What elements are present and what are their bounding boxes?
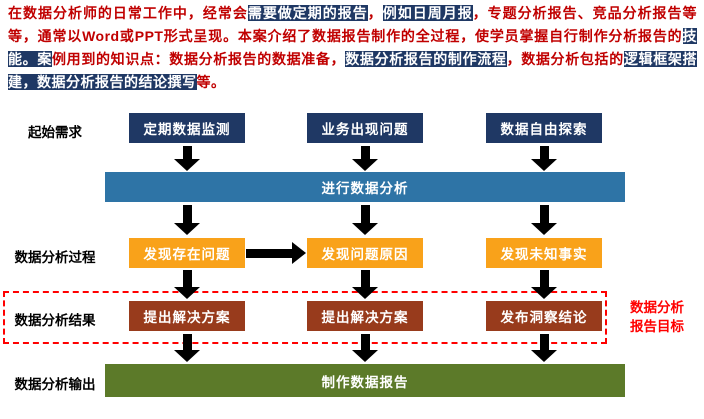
down-arrow — [352, 205, 378, 235]
start-box-3: 数据自由探索 — [486, 113, 602, 143]
intro-segment: 例如日周月报 — [382, 5, 473, 21]
goal-label-line1: 数据分析 — [630, 300, 684, 315]
goal-frame — [3, 291, 607, 344]
intro-segment: ，专题分析报告、竞品分析报告等等，通常以Word或PPT形式呈现。本案介绍了数据… — [8, 5, 698, 44]
intro-segment: ，数据分析包括的 — [506, 51, 624, 67]
right-arrow — [246, 242, 306, 264]
down-arrow — [174, 146, 200, 171]
start-box-1: 定期数据监测 — [129, 113, 245, 143]
down-arrow — [352, 334, 378, 362]
result-box-2: 发现问题原因 — [307, 238, 423, 268]
row-label-process: 数据分析过程 — [14, 250, 96, 265]
row-label-result: 数据分析结果 — [14, 313, 96, 328]
intro-segment: 例用到的知识点：数据分析报告的数据准备， — [52, 51, 346, 67]
flow-diagram: 起始需求 数据分析过程 数据分析结果 数据分析输出 数据分析 报告目标 定期数据… — [0, 98, 704, 419]
down-arrow — [531, 334, 557, 362]
intro-segment: ， — [367, 5, 383, 21]
intro-segment: 等。 — [196, 74, 226, 90]
intro-segment: 数据分析报告的制作流程 — [345, 51, 507, 67]
down-arrow — [174, 334, 200, 362]
output-bar: 制作数据报告 — [105, 364, 625, 397]
start-box-2: 业务出现问题 — [307, 113, 423, 143]
intro-text: 在数据分析师的日常工作中，经常会需要做定期的报告，例如日周月报，专题分析报告、竞… — [0, 0, 704, 94]
result-box-3: 发现未知事实 — [486, 238, 602, 268]
down-arrow — [174, 270, 200, 299]
down-arrow — [352, 146, 378, 171]
solution-box-3: 发布洞察结论 — [486, 301, 602, 331]
down-arrow — [352, 270, 378, 299]
down-arrow — [531, 146, 557, 171]
intro-segment: 需要做定期的报告 — [247, 5, 368, 21]
process-bar: 进行数据分析 — [105, 172, 625, 202]
goal-label-line2: 报告目标 — [630, 319, 684, 334]
result-box-1: 发现存在问题 — [129, 238, 245, 268]
solution-box-1: 提出解决方案 — [129, 301, 245, 331]
intro-segment: 在数据分析师的日常工作中，经常会 — [8, 5, 248, 21]
down-arrow — [531, 205, 557, 235]
goal-label: 数据分析 报告目标 — [612, 298, 702, 336]
down-arrow — [531, 270, 557, 299]
solution-box-2: 提出解决方案 — [307, 301, 423, 331]
row-label-output: 数据分析输出 — [14, 377, 96, 392]
down-arrow — [174, 205, 200, 235]
row-label-start: 起始需求 — [28, 125, 82, 140]
